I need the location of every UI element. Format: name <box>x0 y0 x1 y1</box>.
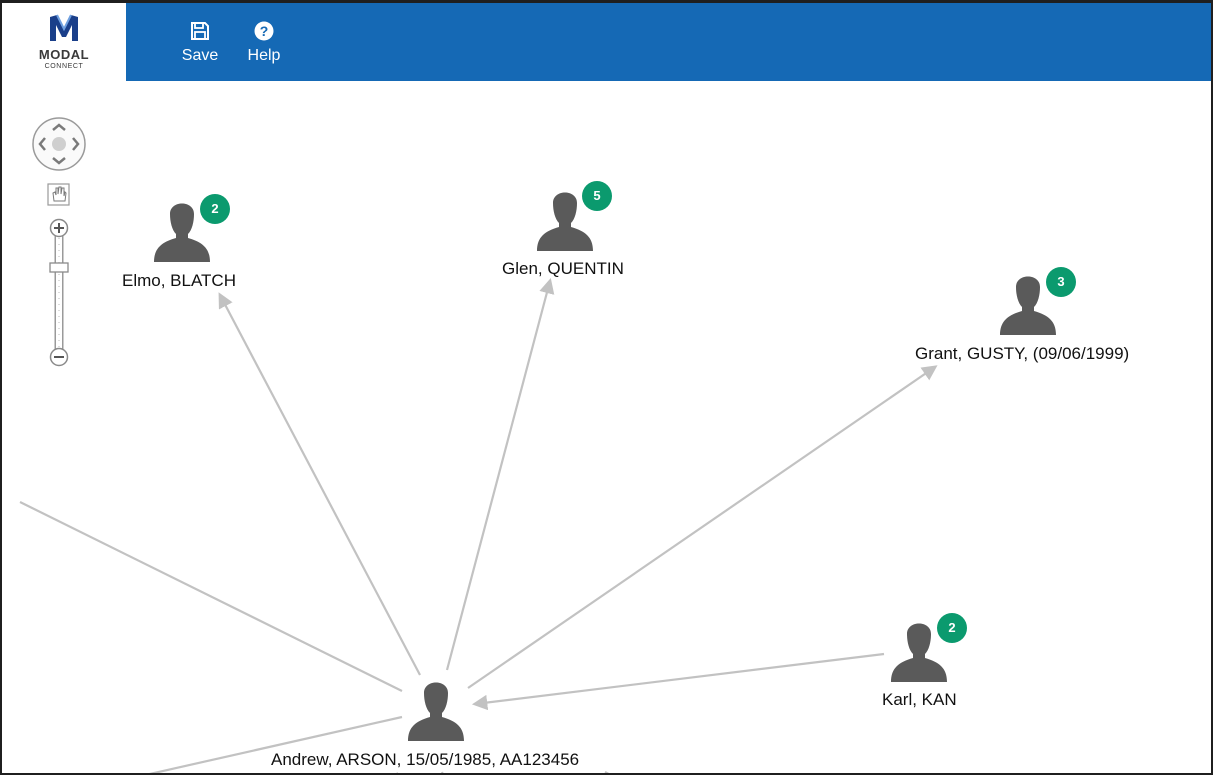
node-label: Glen, QUENTIN <box>502 259 624 278</box>
node-label: Karl, KAN <box>882 690 957 709</box>
edge-offscreen-left[interactable] <box>19 501 403 692</box>
zoom-out-icon[interactable] <box>49 347 69 367</box>
node-badge: 5 <box>582 181 612 211</box>
node-label: Grant, GUSTY, (09/06/1999) <box>915 344 1130 363</box>
edge-andrew-elmo[interactable] <box>218 292 421 676</box>
help-label: Help <box>247 47 281 64</box>
top-toolbar: MODAL CONNECT Save ? Help <box>2 3 1211 81</box>
edge-andrew-grant[interactable] <box>467 365 938 689</box>
person-icon <box>1000 276 1056 335</box>
modal-logo-icon <box>50 14 78 41</box>
navigation-control-graphic <box>32 117 86 367</box>
node-badge: 2 <box>937 613 967 643</box>
map-navigation-control <box>31 116 91 376</box>
logo-title: MODAL <box>38 47 90 62</box>
save-icon <box>191 22 209 40</box>
person-icon <box>154 203 210 262</box>
node-label: Elmo, BLATCH <box>122 271 236 290</box>
pan-control-icon[interactable] <box>32 117 86 171</box>
node-badge: 3 <box>1046 267 1076 297</box>
help-icon: ? <box>254 21 274 41</box>
save-button[interactable]: Save <box>175 21 225 73</box>
person-icon <box>891 623 947 682</box>
svg-text:?: ? <box>260 23 269 39</box>
edge-karl-andrew[interactable] <box>471 652 885 711</box>
person-icon <box>408 682 464 741</box>
node-label: Andrew, ARSON, 15/05/1985, AA123456 <box>271 750 580 769</box>
person-icon <box>537 192 593 251</box>
hand-icon[interactable] <box>47 183 70 206</box>
logo-subtitle: CONNECT <box>44 63 84 70</box>
save-label: Save <box>181 47 219 64</box>
zoom-slider[interactable] <box>49 231 69 354</box>
node-badge: 2 <box>200 194 230 224</box>
zoom-in-icon[interactable] <box>49 218 69 238</box>
help-button[interactable]: ? Help <box>239 21 289 73</box>
edge-andrew-glen[interactable] <box>445 278 555 671</box>
edge-offscreen-lower-left[interactable] <box>132 715 403 775</box>
app-logo: MODAL CONNECT <box>2 3 126 81</box>
graph-edges <box>19 278 938 775</box>
